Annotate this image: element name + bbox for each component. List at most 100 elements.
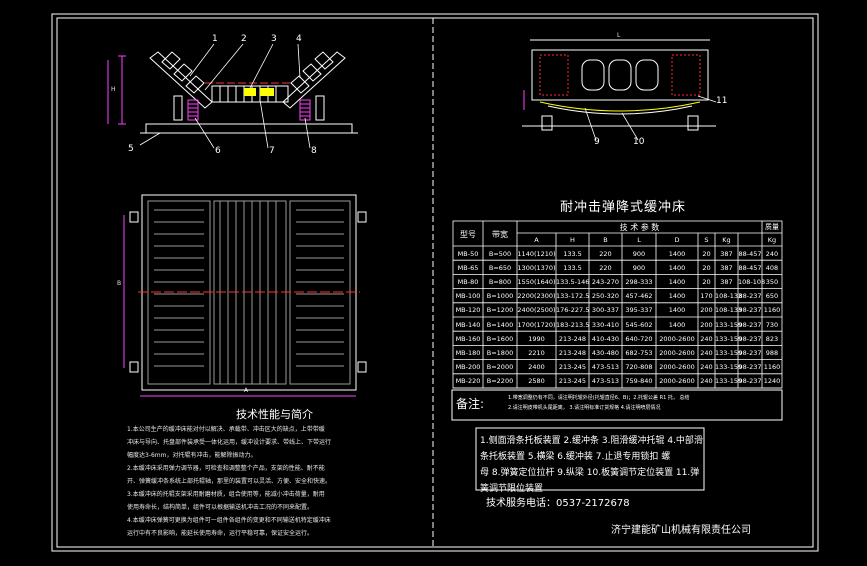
table-cell: B=800 xyxy=(488,277,512,286)
table-cell: 1400 xyxy=(668,320,686,329)
table-cell: 20 xyxy=(702,277,711,286)
table-cell: 1700(1720) xyxy=(517,320,556,329)
table-cell: 88-457 xyxy=(738,263,762,272)
table-cell: 1160 xyxy=(763,306,781,315)
table-cell: 240 xyxy=(700,348,713,357)
company-name: 济宁建能矿山机械有限责任公司 xyxy=(611,525,751,536)
table-cell: 200 xyxy=(700,320,713,329)
table-cell: 1400 xyxy=(668,306,686,315)
table-cell: 1160 xyxy=(763,363,781,372)
table-cell: 650 xyxy=(765,292,779,301)
leaf-spring xyxy=(539,101,701,112)
side-slot-3 xyxy=(635,59,659,91)
parts-line: 条托板装置 5.横梁 6.缓冲装 7.止退专用锁扣 螺 xyxy=(480,452,671,462)
table-cell: 408 xyxy=(765,263,779,272)
table-title: 耐冲击弹降式缓冲床 xyxy=(560,200,687,215)
table-cell: 213-245 xyxy=(558,377,587,386)
callout-number: 3 xyxy=(271,34,277,44)
table-cell: 213-248 xyxy=(558,334,587,343)
left-wing-segments xyxy=(161,51,205,94)
table-cell: MB-140 xyxy=(455,320,481,329)
table-header: 质量 xyxy=(765,223,779,231)
parts-line: 簧调节限位装置 xyxy=(480,484,544,494)
side-foot-left xyxy=(541,115,553,131)
outer-frame xyxy=(51,13,819,552)
table-cell: 108-133 xyxy=(715,292,743,301)
table-cell: 133.5-146 xyxy=(556,277,590,286)
table-cell: 2000-2600 xyxy=(659,334,695,343)
dim-label-elev-length: L xyxy=(617,32,621,39)
perf-line: 使用寿命长，结构简单，组件可以根据输送机冲击工况的不同来配置。 xyxy=(127,504,314,511)
remarks-title: 备注: xyxy=(456,397,485,411)
table-cell: 2400 xyxy=(528,363,545,372)
table-cell: 473-513 xyxy=(591,377,620,386)
table-cell: 1400 xyxy=(668,263,686,272)
callout-number: 5 xyxy=(128,144,134,154)
table-cell: 88-237 xyxy=(738,292,762,301)
table-cell: 1140(1210) xyxy=(517,249,556,258)
perf-line: 幅度达3-6mm，对托辊有冲击，能解除振动力。 xyxy=(127,452,257,459)
table-cell: 1400 xyxy=(668,277,686,286)
table-cell: 98-237 xyxy=(738,334,762,343)
center-bed xyxy=(211,85,289,103)
side-frame xyxy=(531,49,709,101)
table-cell: 243-270 xyxy=(591,277,620,286)
table-cell: 213-248 xyxy=(558,348,587,357)
leaf-spring-2 xyxy=(547,105,693,115)
table-cell: 2000-2600 xyxy=(659,363,695,372)
table-cell: 20 xyxy=(702,249,711,258)
table-cell: 133-159 xyxy=(715,320,743,329)
table-cell: 1400 xyxy=(668,292,686,301)
plan-brackets xyxy=(129,211,367,373)
table-header: 型号 xyxy=(460,230,476,239)
table-cell: 395-337 xyxy=(625,306,653,315)
table-cell: 183-213.5 xyxy=(556,320,590,329)
table-cell: B=650 xyxy=(488,263,512,272)
table-cell: MB-180 xyxy=(455,348,481,357)
table-cell: 133-159 xyxy=(715,348,743,357)
right-wing-segments xyxy=(290,51,334,94)
table-cell: 240 xyxy=(700,334,713,343)
spring-left xyxy=(187,99,199,121)
leader-lines-side xyxy=(584,95,717,141)
callout-number: 2 xyxy=(241,34,247,44)
table-cell: B=1200 xyxy=(486,306,514,315)
side-inner-right xyxy=(671,54,701,96)
table-cell: 387 xyxy=(720,263,733,272)
perf-line: 运行中有不良影响，能延长使用寿命，运行平稳可靠，保证安全运行。 xyxy=(127,530,314,537)
table-subheader: H xyxy=(570,236,575,244)
table-cell: 640-720 xyxy=(625,334,653,343)
table-cell: 387 xyxy=(720,249,733,258)
table-header: 带宽 xyxy=(492,230,508,239)
perf-line: 1.本公司生产的缓冲床能对付以解决、承载带、冲击区大的缺点，上带带缓 xyxy=(127,426,325,433)
params-table-grid xyxy=(452,220,783,389)
base-beam xyxy=(145,123,353,134)
remarks-line: 2.请注明皮带机头尾距离， 3.请注明标准订货规格 4.请注明喷层情况 xyxy=(508,405,661,411)
table-cell: 20 xyxy=(702,263,711,272)
table-cell: MB-120 xyxy=(455,306,481,315)
table-cell: 1990 xyxy=(528,334,545,343)
table-cell: MB-200 xyxy=(455,363,481,372)
service-phone: 技术服务电话：0537-2172678 xyxy=(486,498,630,509)
plan-view xyxy=(123,194,367,397)
table-cell: 133-172.5 xyxy=(556,292,590,301)
table-cell: 220 xyxy=(599,263,612,272)
perf-line: 冲床与导向、托盘部件装承受一体化运用，缓冲设计要求、带线上、下带运行 xyxy=(127,439,332,446)
table-cell: 108-108 xyxy=(738,277,766,286)
table-cell: 240 xyxy=(700,363,713,372)
callout-number: 7 xyxy=(269,146,275,156)
callout-number: 6 xyxy=(215,146,221,156)
table-cell: 98-237 xyxy=(738,306,762,315)
table-cell: 823 xyxy=(765,334,779,343)
callout-number: 8 xyxy=(311,146,317,156)
table-cell: 98-237 xyxy=(738,377,762,386)
side-foot-right xyxy=(687,115,699,131)
table-cell: MB-100 xyxy=(455,292,481,301)
remarks-text: 1.带宽调整仍有不同，请注明托辊外径(托辊直径6、B)；2.托辊公差 R1 托，… xyxy=(508,393,689,413)
parts-list: 1.侧面滑条托板装置 2.缓冲条 3.阻滑缓冲托辊 4.中部滑 条托板装置 5.… xyxy=(480,433,703,497)
leader-lines-top xyxy=(139,43,311,149)
table-cell: 900 xyxy=(632,249,646,258)
table-cell: B=1000 xyxy=(486,292,514,301)
parts-line: 母 8.弹簧定位拉杆 9.纵梁 10.板簧调节定位装置 11.弹 xyxy=(480,468,700,478)
